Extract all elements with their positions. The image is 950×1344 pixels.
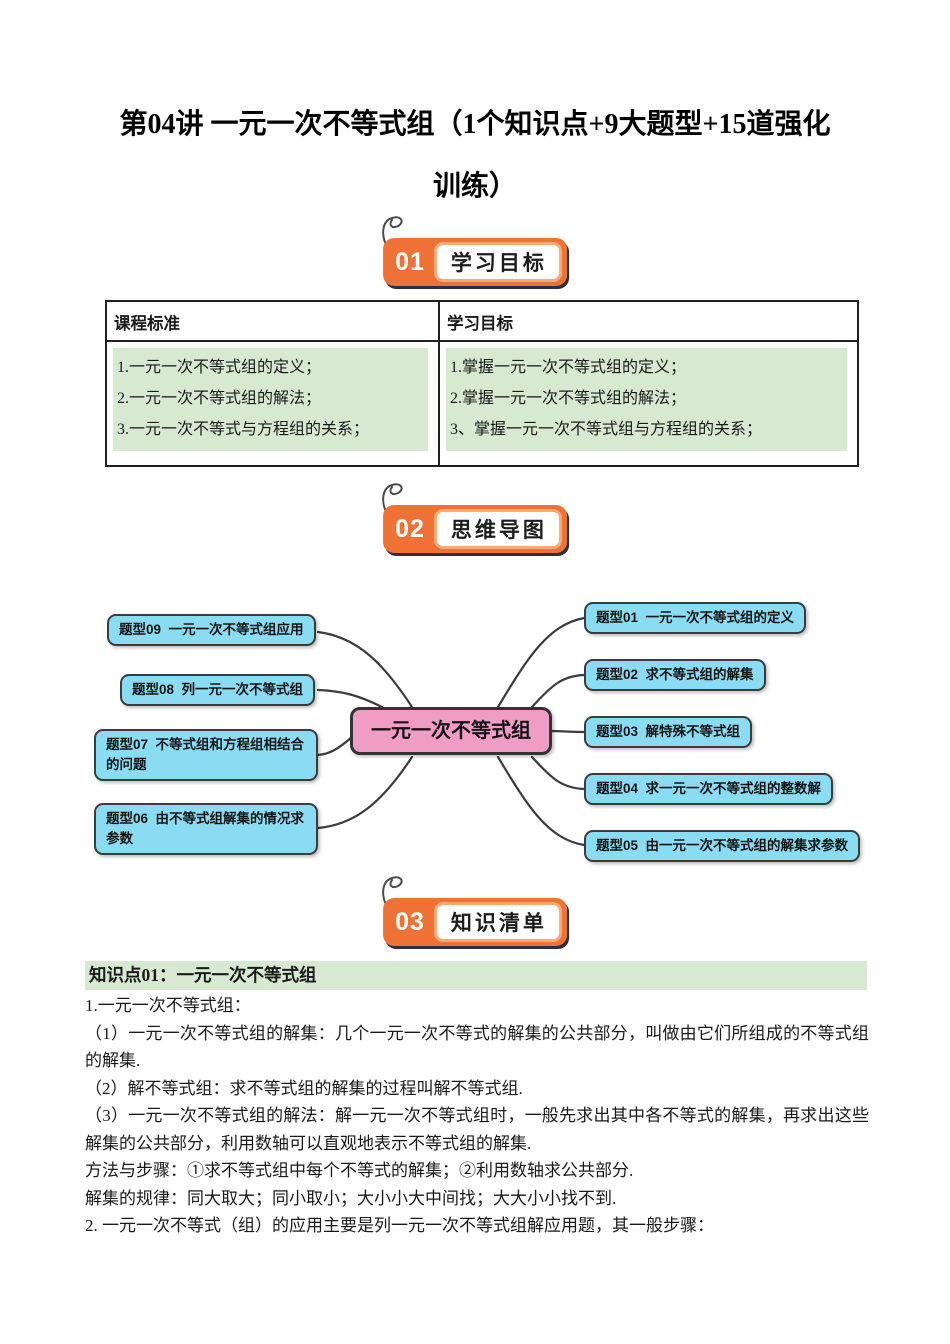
mindmap-node-04: 题型04 求一元一次不等式组的整数解 xyxy=(584,773,834,805)
table-body-row: 1.一元一次不等式组的定义； 2.一元一次不等式组的解法； 3.一元一次不等式与… xyxy=(105,340,859,467)
table-header-row: 课程标准 学习目标 xyxy=(105,300,859,342)
mindmap-node-06: 题型06 由不等式组解集的情况求参数 xyxy=(94,803,318,855)
list-item: 2.掌握一元一次不等式组的解法； xyxy=(450,390,687,407)
knowledge-paragraph: 方法与步骤：①求不等式组中每个不等式的解集；②利用数轴求公共部分. xyxy=(85,1161,634,1180)
badge-02-number: 02 xyxy=(395,514,425,543)
badge-02: 02 思维导图 xyxy=(383,505,567,553)
table-header-learning-goal: 学习目标 xyxy=(438,300,859,342)
page-title: 第04讲 一元一次不等式组（1个知识点+9大题型+15道强化训练） xyxy=(0,94,950,218)
mindmap-node-03: 题型03 解特殊不等式组 xyxy=(584,716,753,748)
knowledge-paragraph: 2. 一元一次不等式（组）的应用主要是列一元一次不等式组解应用题，其一般步骤： xyxy=(85,1216,714,1235)
knowledge-point-body: 1.一元一次不等式组： （1）一元一次不等式组的解集：几个一元一次不等式的解集的… xyxy=(85,992,869,1240)
list-item: 2.一元一次不等式组的解法； xyxy=(117,390,322,407)
badge-03: 03 知识清单 xyxy=(383,898,567,946)
mindmap-node-01: 题型01 一元一次不等式组的定义 xyxy=(584,602,807,634)
page-title-line1: 第04讲 一元一次不等式组（1个知识点+9大题型+15道强化 xyxy=(119,109,831,140)
table-cell-learning-goal: 1.掌握一元一次不等式组的定义； 2.掌握一元一次不等式组的解法； 3、掌握一元… xyxy=(438,340,859,467)
course-standard-list: 1.一元一次不等式组的定义； 2.一元一次不等式组的解法； 3.一元一次不等式与… xyxy=(113,348,428,451)
mind-map: 题型09 一元一次不等式组应用 题型08 列一元一次不等式组 题型07 不等式组… xyxy=(80,585,880,885)
list-item: 1.一元一次不等式组的定义； xyxy=(117,359,322,376)
knowledge-paragraph: 解集的规律：同大取大；同小取小；大小小大中间找；大大小小找不到. xyxy=(85,1188,617,1208)
learning-goal-list: 1.掌握一元一次不等式组的定义； 2.掌握一元一次不等式组的解法； 3、掌握一元… xyxy=(446,348,847,451)
table-cell-course-standard: 1.一元一次不等式组的定义； 2.一元一次不等式组的解法； 3.一元一次不等式与… xyxy=(105,340,440,467)
objectives-table: 课程标准 学习目标 1.一元一次不等式组的定义； 2.一元一次不等式组的解法； … xyxy=(105,300,859,467)
knowledge-paragraph: 1.一元一次不等式组： xyxy=(85,996,251,1015)
knowledge-paragraph: （2）解不等式组：求不等式组的解集的过程叫解不等式组. xyxy=(85,1078,523,1098)
badge-03-number: 03 xyxy=(395,907,425,936)
mind-map-connectors xyxy=(316,616,586,847)
table-header-course-standard: 课程标准 xyxy=(105,300,440,342)
badge-02-label: 思维导图 xyxy=(433,509,562,549)
list-item: 3.一元一次不等式与方程组的关系； xyxy=(117,421,370,438)
mindmap-node-07: 题型07 不等式组和方程组相结合的问题 xyxy=(94,729,318,781)
badge-01-label: 学习目标 xyxy=(433,242,562,282)
section-badge-mind-map: 02 思维导图 xyxy=(382,483,567,553)
mindmap-node-08: 题型08 列一元一次不等式组 xyxy=(120,674,316,706)
badge-01-number: 01 xyxy=(395,247,425,276)
mindmap-center-node: 一元一次不等式组 xyxy=(350,707,552,755)
section-badge-knowledge-list: 03 知识清单 xyxy=(382,876,567,946)
knowledge-point-heading: 知识点01：一元一次不等式组 xyxy=(85,961,867,990)
badge-01: 01 学习目标 xyxy=(383,238,567,286)
list-item: 1.掌握一元一次不等式组的定义； xyxy=(450,359,687,376)
page-title-line2: 训练） xyxy=(432,171,517,202)
knowledge-paragraph: （1）一元一次不等式组的解集：几个一元一次不等式的解集的公共部分，叫做由它们所组… xyxy=(85,1023,869,1071)
mindmap-node-05: 题型05 由一元一次不等式组的解集求参数 xyxy=(584,830,861,862)
badge-03-label: 知识清单 xyxy=(433,902,562,942)
mindmap-node-09: 题型09 一元一次不等式组应用 xyxy=(107,614,316,646)
mindmap-node-02: 题型02 求不等式组的解集 xyxy=(584,659,766,691)
section-badge-learning-goals: 01 学习目标 xyxy=(382,216,567,286)
list-item: 3、掌握一元一次不等式组与方程组的关系； xyxy=(450,421,763,438)
knowledge-paragraph: （3）一元一次不等式组的解法：解一元一次不等式组时，一般先求出其中各不等式的解集… xyxy=(85,1106,869,1153)
